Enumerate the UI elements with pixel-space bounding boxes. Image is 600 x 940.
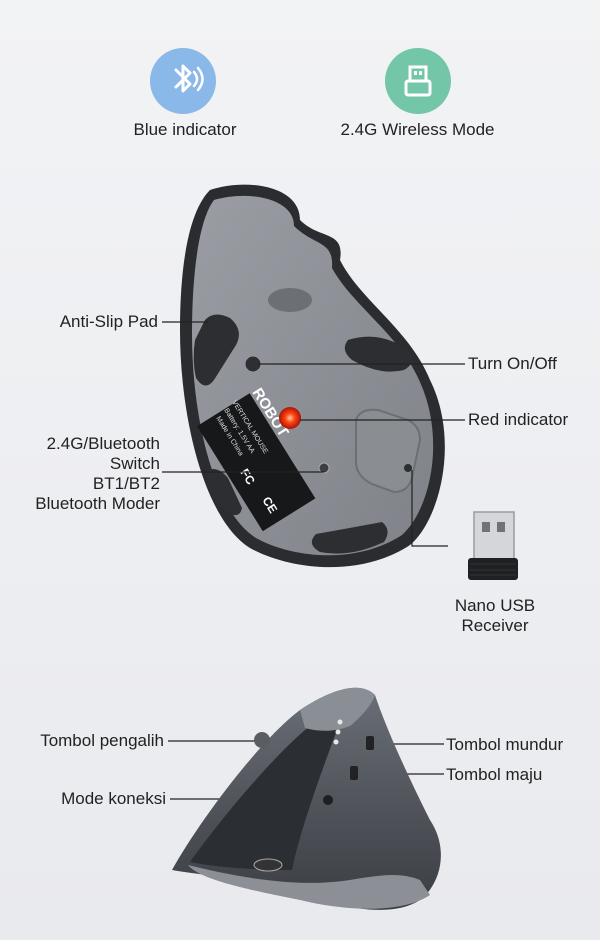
receiver-slot bbox=[404, 464, 412, 472]
wireless-mode-label: 2.4G Wireless Mode bbox=[340, 120, 495, 139]
connection-mode-switch bbox=[323, 795, 333, 805]
mode-switch-label: 2.4G/Bluetooth Switch BT1/BT2 Bluetooth … bbox=[0, 434, 160, 514]
led-indicators bbox=[333, 719, 343, 745]
anti-slip-pad-label: Anti-Slip Pad bbox=[59, 312, 158, 331]
receiver-label-line1: Nano USB bbox=[454, 596, 536, 615]
bluetooth-indicator-item: Blue indicator bbox=[110, 48, 260, 143]
switch-label-line1: 2.4G/Bluetooth bbox=[46, 434, 160, 453]
switch-label-line3: BT1/BT2 bbox=[92, 474, 160, 493]
side-button-forward bbox=[350, 766, 358, 780]
switch-button-label: Tombol pengalih bbox=[40, 731, 164, 750]
mode-switch bbox=[318, 462, 330, 474]
switch-label-line2: Switch bbox=[109, 454, 160, 473]
usb-receiver-icon bbox=[385, 48, 451, 114]
anti-slip-pad-lower-left bbox=[206, 469, 242, 516]
usb-receiver-illustration bbox=[468, 511, 518, 580]
connection-mode-label: Mode koneksi bbox=[61, 789, 166, 808]
bluetooth-indicator-label: Blue indicator bbox=[133, 120, 237, 139]
wireless-mode-item: 2.4G Wireless Mode bbox=[330, 48, 505, 143]
mouse-side-grip bbox=[190, 719, 340, 870]
red-indicator-light bbox=[279, 407, 301, 429]
back-button-label: Tombol mundur bbox=[446, 735, 564, 754]
anti-slip-pad-left bbox=[193, 314, 239, 386]
forward-button-label: Tombol maju bbox=[446, 765, 543, 784]
turn-on-off-label: Turn On/Off bbox=[468, 354, 557, 373]
nano-usb-receiver-label: Nano USB Receiver bbox=[430, 596, 560, 636]
switch-button bbox=[254, 732, 270, 748]
receiver-label-line2: Receiver bbox=[461, 616, 529, 635]
mouse-side-base bbox=[188, 865, 430, 909]
switch-label-line4: Bluetooth Moder bbox=[35, 494, 160, 513]
mouse-sticker bbox=[197, 393, 316, 532]
side-button-back bbox=[366, 736, 374, 750]
mouse-slot bbox=[268, 288, 312, 312]
anti-slip-pad-top bbox=[344, 336, 413, 372]
usb-c-port bbox=[253, 858, 283, 872]
anti-slip-pad-bottom bbox=[311, 522, 388, 554]
bluetooth-icon bbox=[150, 48, 216, 114]
red-indicator-label: Red indicator bbox=[468, 410, 569, 429]
mouse-side-top bbox=[300, 687, 375, 731]
battery-door bbox=[355, 408, 422, 494]
